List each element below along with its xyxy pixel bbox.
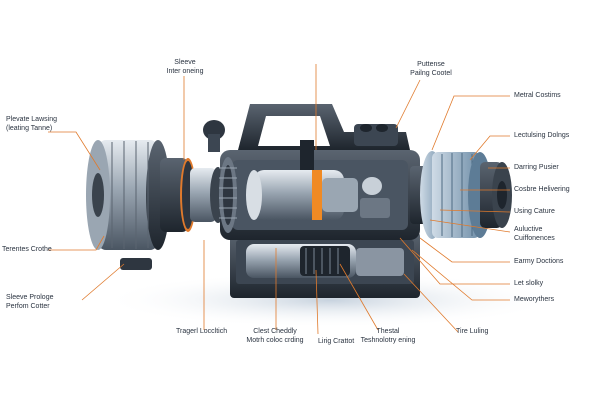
leader-line [431, 95, 510, 151]
leader-line [315, 269, 319, 335]
leader-line [419, 237, 510, 263]
label-using-cature: Using Cature [514, 208, 555, 215]
right-pulley-assembly [410, 151, 512, 239]
leader-line [411, 249, 510, 301]
label-sleeve-prologue: Sleeve Prologe Perfom Cotter [6, 294, 54, 310]
leader-line [439, 209, 511, 213]
leader-line [48, 131, 101, 171]
leader-line [48, 235, 105, 251]
leader-line [395, 79, 421, 129]
leader-line [469, 135, 510, 161]
label-darring-puscier: Darring Pusier [514, 164, 559, 171]
leader-line [339, 263, 379, 331]
leader-lines [48, 64, 511, 335]
leader-line [429, 219, 511, 233]
label-lecturing-dolngs: Lectulsing Dolngs [514, 132, 570, 139]
leader-line [81, 263, 125, 301]
label-target-lockdtch: Tragerl Loccltich [176, 328, 228, 335]
label-private-housing: Plevate Lawsing (leating Tanne) [6, 116, 57, 132]
leader-line [399, 237, 510, 285]
label-earmy-doctions: Earmy Doctions [514, 258, 564, 265]
label-auctive-cuiffonences: Auluctive Cuiffonences [514, 226, 555, 242]
label-pattense-pailing: Puttense Pailng Cootel [410, 61, 452, 77]
label-metral-costims: Metral Costims [514, 92, 561, 99]
leader-line [403, 273, 459, 333]
label-costre-helivering: Cosbre Helivering [514, 186, 570, 193]
floor-shadow [100, 272, 560, 328]
label-tire-luling: Tire Luling [456, 328, 489, 335]
label-meworythers: Meworythers [514, 296, 555, 303]
label-sleeve-interlocking: Sleeve Inter oneing [166, 59, 204, 75]
label-terentes-clothe: Terentes Crothe [2, 246, 52, 253]
main-housing [203, 104, 420, 298]
label-let-slolky: Let slolky [514, 280, 544, 287]
label-thestal-technolotry: Thestal Teshnolotry ening [360, 328, 416, 344]
left-pulley-assembly [86, 140, 226, 270]
label-lirtg-crattot: Lirig Crattot [318, 338, 355, 345]
label-clest-chedddy: Clest Cheddly Motrh coloc crding [246, 328, 304, 344]
